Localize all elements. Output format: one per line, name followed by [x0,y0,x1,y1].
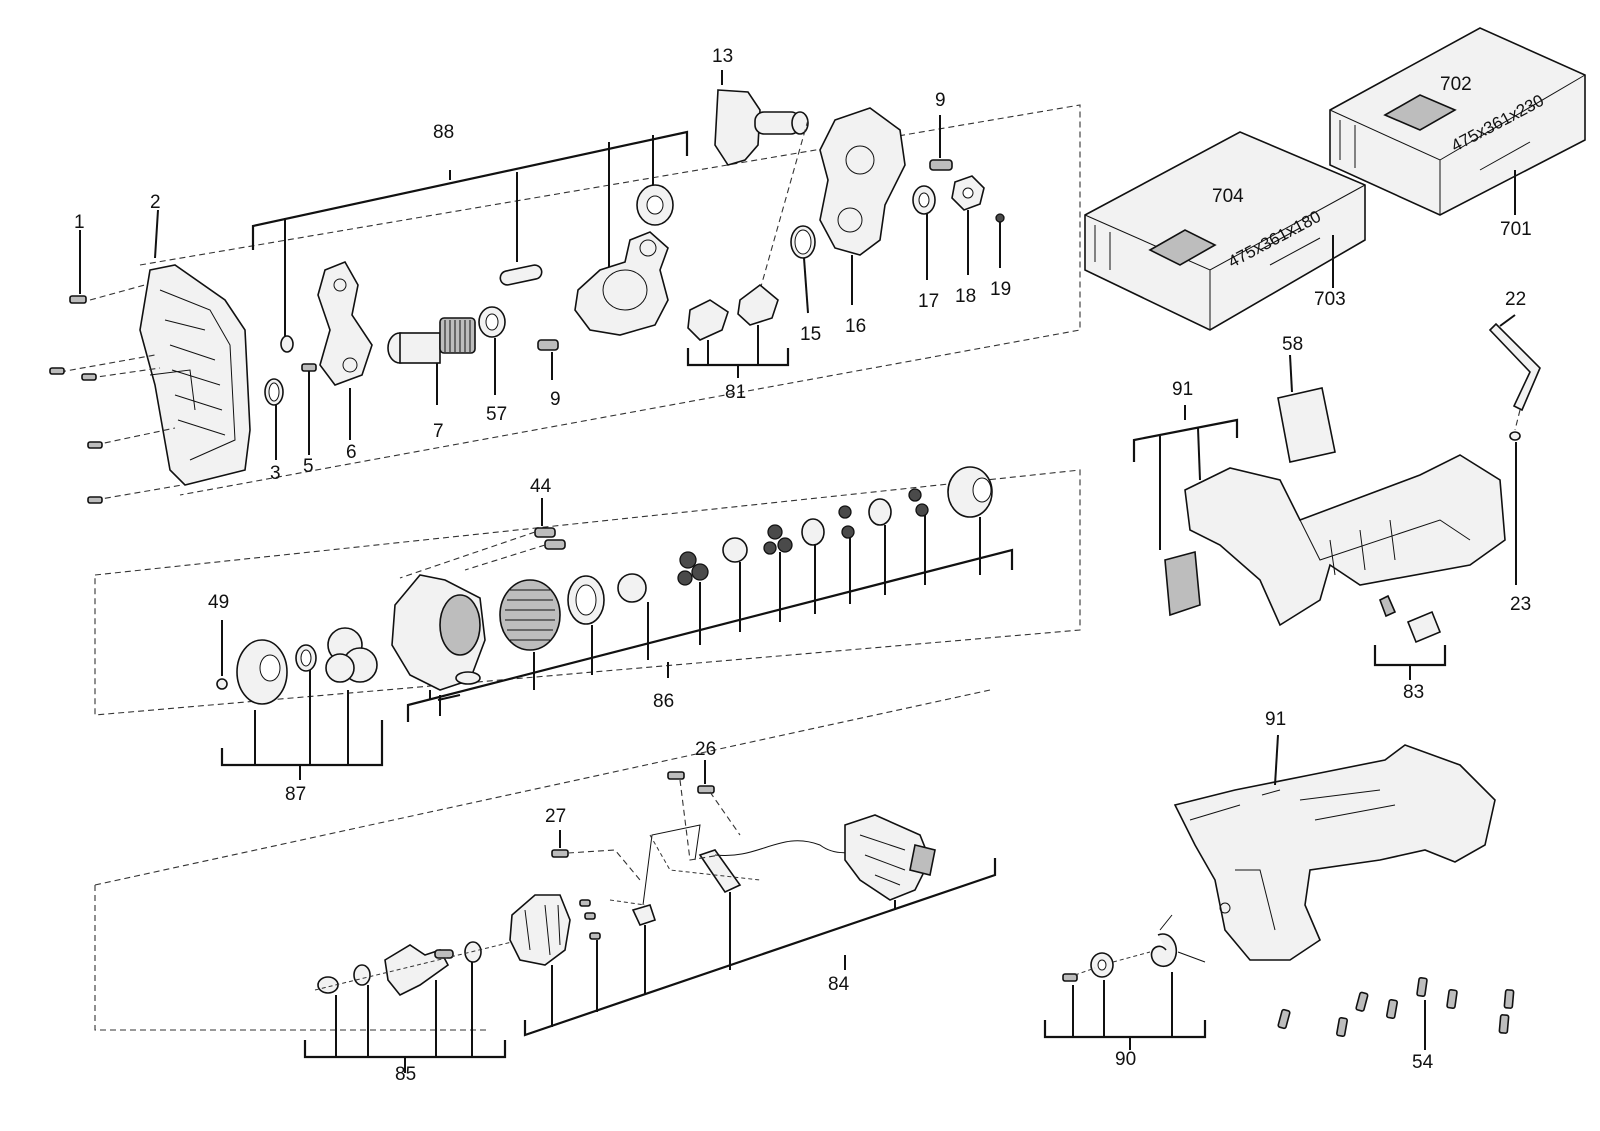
label-23: 23 [1510,594,1531,615]
part-13-adjustment-knob [714,70,809,291]
part-86-gear-housing-flange [391,574,486,691]
label-27: 27 [545,806,566,827]
label-49: 49 [208,592,229,613]
label-18: 18 [955,286,976,307]
label-91-upper: 91 [1172,379,1193,400]
part-703-carry-case-small [1084,131,1366,331]
part-3-ring [264,335,294,460]
part-5-pin [301,363,317,455]
label-13: 13 [712,46,733,67]
bracket-88 [251,130,689,340]
part-18-nut [951,175,985,275]
gear-assembly-outline [94,469,1081,716]
label-7: 7 [433,421,444,442]
motor-assembly-outline [94,689,991,1031]
label-85: 85 [395,1064,416,1085]
bracket-85 [303,962,507,1073]
label-6: 6 [346,442,357,463]
label-84: 84 [828,974,850,995]
label-57: 57 [486,404,507,425]
part-7-spindle [387,317,476,405]
part-23-washer [1509,431,1521,585]
part-15-ring [790,225,816,314]
part-26-screws [667,760,741,861]
part-44-screws [399,498,566,579]
label-90: 90 [1115,1049,1136,1070]
part-9-screw-upper [929,115,953,171]
bracket-87 [220,670,384,780]
label-22: 22 [1505,289,1526,310]
label-3: 3 [270,463,281,484]
part-88-bushing [636,184,674,226]
label-91-lower: 91 [1265,709,1286,730]
part-gear-housing-bracket [574,231,669,336]
label-19: 19 [990,279,1011,300]
part-9-screw-lower [537,339,559,380]
part-22-hex-key [1488,314,1541,431]
label-81: 81 [725,382,746,403]
label-9-upper: 9 [935,90,946,111]
label-83: 83 [1403,682,1424,703]
part-19-ball [995,213,1005,268]
label-87: 87 [285,784,306,805]
part-16-gear-housing [819,107,906,305]
bracket-90 [1043,972,1207,1050]
part-84-stator-and-electronics [509,814,936,966]
part-49-ball [216,620,228,690]
label-15: 15 [800,324,821,345]
part-57-washer [478,306,506,395]
label-26: 26 [695,739,716,760]
part-pin-88 [499,264,543,286]
bracket-86 [406,515,1014,722]
part-701-carry-case-large [1329,27,1586,216]
label-2: 2 [150,192,161,213]
part-86-gear-train [429,466,993,701]
part-6-plate [317,260,373,440]
part-27-screw [551,830,641,881]
label-86: 86 [653,691,674,712]
part-81-clutch-set [686,283,790,378]
part-85-armature [314,939,521,997]
part-2-gear-cover [49,209,251,504]
part-54-screws [1277,976,1515,1050]
label-54: 54 [1412,1052,1434,1073]
label-58: 58 [1282,334,1303,355]
label-1: 1 [74,212,85,233]
part-90-spring-assembly [1062,914,1206,982]
label-9-lower: 9 [550,389,561,410]
label-704: 704 [1212,186,1244,207]
label-702: 702 [1440,74,1472,95]
bracket-83 [1373,594,1447,680]
label-88: 88 [433,122,454,143]
label-703: 703 [1314,289,1346,310]
bracket-91-upper [1132,405,1239,550]
part-17-washer [912,185,936,280]
part-91-housing-interior [1164,454,1506,627]
label-5: 5 [303,456,314,477]
label-17: 17 [918,291,939,312]
label-701: 701 [1500,219,1532,240]
part-87-clutch [236,627,378,705]
label-44: 44 [530,476,552,497]
part-1-screw [69,230,153,304]
label-16: 16 [845,316,866,337]
bracket-84 [523,858,997,1037]
part-58-label [1277,354,1336,463]
part-91-housing-shell [1173,734,1496,961]
